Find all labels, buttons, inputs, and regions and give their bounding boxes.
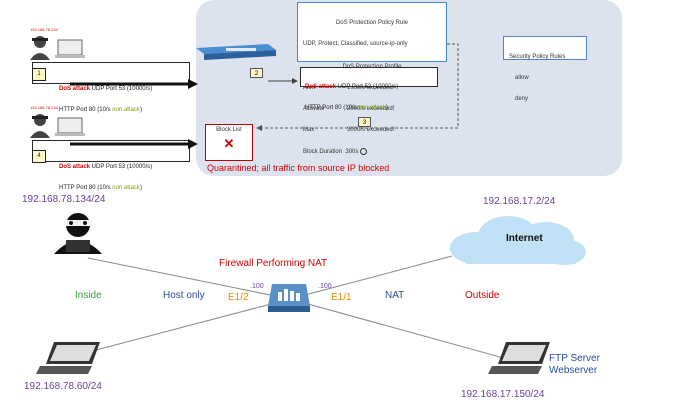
internet-ip-label: 192.168.17.2/24 (483, 196, 556, 207)
outside-label: Outside (465, 290, 500, 301)
ftp-ip-label: 192.168.17.150/24 (461, 389, 545, 400)
ftp-server-laptop-icon (488, 342, 550, 374)
attacker1-icon (30, 36, 85, 60)
internet-cloud-icon (450, 216, 586, 265)
internet-label: Internet (506, 233, 543, 244)
security-policy-box: Security Policy Rules allow deny (503, 36, 587, 102)
step-2-arrow (268, 78, 298, 84)
firewall-icon (268, 284, 310, 312)
attacker2-ip: 192.168.78.134 (30, 105, 58, 110)
attacker1-ip: 192.168.78.134 (30, 27, 58, 32)
dos-label-2: DoS attack (59, 164, 91, 170)
dos-label-1: DoS attack (59, 86, 91, 92)
host-only-label: Host only (163, 290, 205, 301)
non-attack-2: non attack (112, 185, 140, 191)
non-attack-3: non attack (358, 105, 386, 111)
http-label-3: HTTP Port 80 (10/s (305, 105, 359, 111)
firewall-title: Firewall Performing NAT (219, 258, 328, 269)
clock-icon (360, 148, 368, 155)
block-x-icon: ✕ (223, 136, 235, 151)
ftp-label-2: Webserver (549, 365, 598, 376)
security-title: Security Policy Rules (509, 54, 566, 60)
block-list-box: Block List ✕ (205, 124, 253, 161)
http-end-3: ) (385, 105, 388, 111)
dos-rest-2: UDP Port 53 (10000/s) (90, 164, 153, 170)
http-end-2: ) (139, 185, 142, 191)
security-deny: deny (515, 96, 529, 102)
matched-traffic-box: DoS attack UDP Port 53 (10000/s) HTTP Po… (300, 67, 438, 111)
e11-label: E1/1 (331, 292, 352, 303)
block-list-label: Block List (216, 127, 242, 133)
non-attack-1: non attack (112, 107, 140, 113)
step-2-badge: 2 (250, 68, 263, 78)
dos-rest-1: UDP Port 53 (10000/s) (90, 86, 153, 92)
traffic-arrow-1 (70, 79, 198, 89)
dos-label-3: DoS attack (305, 84, 337, 90)
network-lines (87, 255, 519, 363)
nat-label: NAT (385, 290, 405, 301)
inside-label: Inside (75, 290, 102, 301)
laptop-left-ip-label: 192.168.78.60/24 (24, 381, 102, 392)
http-label-1: HTTP Port 80 (10/s (59, 107, 113, 113)
step-4-badge: 4 (32, 150, 46, 163)
attacker-ip-label: 192.168.78.134/24 (22, 194, 106, 205)
policy-rule-title: DoS Protection Policy Rule (335, 20, 409, 26)
dot100-left: .100 (250, 283, 264, 290)
step-1-badge: 1 (32, 68, 46, 81)
policy-rule-detail: UDP, Protect, Classified, source-ip-only (303, 41, 408, 47)
ftp-label-1: FTP Server (549, 353, 600, 364)
firewall-appliance-icon (196, 44, 276, 60)
traffic-arrow-2 (70, 139, 198, 149)
step-3-badge: 3 (358, 117, 371, 127)
security-allow: allow (515, 75, 529, 81)
block-duration: Block Duration 300s (303, 148, 441, 156)
http-end-1: ) (139, 107, 142, 113)
block-dashed-connector (256, 43, 459, 131)
http-label-2: HTTP Port 80 (10/s (59, 185, 113, 191)
e12-label: E1/2 (228, 292, 249, 303)
ftp-server-labels: FTP Server Webserver (549, 353, 600, 377)
hacker-icon (54, 213, 102, 254)
laptop-left-icon (36, 342, 100, 374)
attacker2-icon (30, 114, 85, 138)
quarantine-text: Quarantined; all traffic from source IP … (207, 163, 390, 173)
dot100-right: .100 (318, 283, 332, 290)
dos-rest-3: UDP Port 53 (10000/s) (336, 84, 399, 90)
